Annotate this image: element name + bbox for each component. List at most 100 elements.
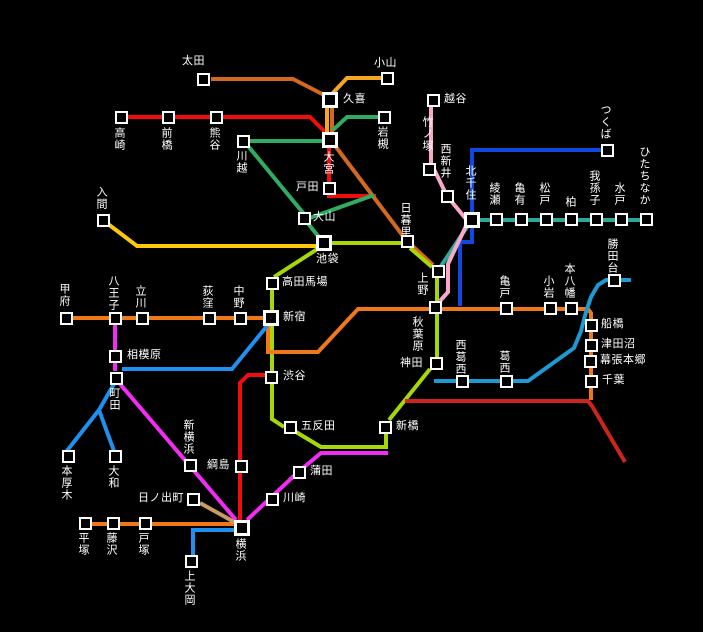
station-mito[interactable]: [614, 212, 628, 226]
station-ayase[interactable]: [489, 212, 503, 226]
line-yamanote-f: [270, 289, 286, 429]
station-label-chiba: 千葉: [602, 373, 625, 386]
station-nakano[interactable]: [233, 311, 247, 325]
station-tsukuba[interactable]: [600, 143, 614, 157]
station-toda[interactable]: [322, 181, 336, 195]
line-kamiooka-line: [191, 528, 236, 556]
station-kumagaya[interactable]: [209, 110, 223, 124]
station-ota[interactable]: [196, 72, 210, 86]
station-takasaki[interactable]: [114, 110, 128, 124]
line-hinode-line: [199, 501, 237, 525]
station-kawagoe[interactable]: [236, 134, 250, 148]
station-totsuka[interactable]: [138, 516, 152, 530]
station-tsunashima[interactable]: [234, 459, 248, 473]
station-nishikasai[interactable]: [455, 374, 469, 388]
station-akihabara[interactable]: [428, 300, 442, 314]
station-sagamihara[interactable]: [108, 349, 122, 363]
station-hitachinaka[interactable]: [639, 212, 653, 226]
station-kanda[interactable]: [429, 356, 443, 370]
station-ogikubo[interactable]: [202, 311, 216, 325]
station-kamiooka[interactable]: [184, 554, 198, 568]
station-shinjuku[interactable]: [263, 310, 279, 326]
station-label-hitachinaka: ひたちなか: [638, 146, 651, 206]
station-kameari[interactable]: [514, 212, 528, 226]
station-shimbashi[interactable]: [378, 420, 392, 434]
station-motoyawata[interactable]: [564, 301, 578, 315]
station-label-ogikubo: 荻窪: [201, 285, 214, 309]
station-machida[interactable]: [109, 371, 123, 385]
station-label-matsudo: 松戸: [538, 182, 551, 206]
station-label-nakano: 中野: [232, 285, 245, 309]
station-label-takadanobaba: 高田馬場: [282, 275, 328, 288]
station-koshigaya[interactable]: [426, 93, 440, 107]
station-shibuya[interactable]: [264, 370, 278, 384]
line-yamanote-b: [408, 246, 434, 269]
line-ota-line-c: [334, 145, 435, 267]
station-funabashi[interactable]: [584, 318, 598, 332]
station-hinodecho[interactable]: [186, 492, 200, 506]
station-hachioji[interactable]: [108, 311, 122, 325]
station-label-hachioji: 八王子: [107, 275, 120, 311]
station-tachikawa[interactable]: [135, 311, 149, 325]
line-oyama-line-a: [328, 76, 381, 98]
station-label-akihabara: 秋葉原: [411, 316, 424, 352]
station-gotanda[interactable]: [283, 420, 297, 434]
station-katsutadai[interactable]: [607, 273, 621, 287]
station-kasai[interactable]: [499, 374, 513, 388]
station-makuharihongo[interactable]: [583, 354, 597, 368]
station-yokohama[interactable]: [234, 520, 250, 536]
station-koiwa[interactable]: [543, 301, 557, 315]
station-chiba[interactable]: [584, 374, 598, 388]
station-iruma[interactable]: [96, 213, 110, 227]
station-iwatsuki[interactable]: [377, 110, 391, 124]
station-takenotsuka[interactable]: [422, 162, 436, 176]
station-label-shinjuku: 新宿: [283, 310, 306, 323]
station-kawasaki[interactable]: [265, 492, 279, 506]
station-kofu[interactable]: [59, 311, 73, 325]
station-label-totsuka: 戸塚: [137, 532, 150, 556]
station-oyama[interactable]: [380, 71, 394, 85]
station-kameido[interactable]: [499, 301, 513, 315]
line-iruma-line: [106, 222, 318, 248]
station-fujisawa[interactable]: [106, 516, 120, 530]
station-kitasenju[interactable]: [464, 212, 480, 228]
station-honatsugi[interactable]: [61, 449, 75, 463]
line-odakyu-line-c: [97, 409, 116, 452]
station-matsudo[interactable]: [539, 212, 553, 226]
station-label-omiya: 大宮: [322, 151, 335, 175]
station-label-maebashi: 前橋: [160, 127, 173, 151]
station-label-shinyokohama: 新横浜: [182, 419, 195, 455]
station-nishiarai[interactable]: [440, 189, 454, 203]
station-nippori[interactable]: [400, 234, 414, 248]
line-odakyu-line-a: [122, 324, 269, 371]
station-label-iwatsuki: 岩槻: [376, 126, 389, 150]
station-abiko[interactable]: [589, 212, 603, 226]
station-hiratsuka[interactable]: [78, 516, 92, 530]
station-takadanobaba[interactable]: [265, 276, 279, 290]
station-tsudanuma[interactable]: [584, 338, 598, 352]
station-label-kanda: 神田: [400, 356, 423, 369]
station-ueno[interactable]: [431, 264, 445, 278]
station-kuki[interactable]: [322, 92, 338, 108]
station-shinyokohama[interactable]: [183, 458, 197, 472]
station-label-yokohama: 横浜: [234, 538, 247, 562]
station-label-honatsugi: 本厚木: [60, 465, 73, 501]
station-label-shimbashi: 新橋: [396, 419, 419, 432]
station-yamato[interactable]: [108, 449, 122, 463]
station-label-nippori: 日暮里: [399, 202, 412, 238]
station-label-makuharihongo: 幕張本郷: [600, 353, 646, 366]
station-label-tsukuba: つくば: [599, 104, 612, 140]
station-label-katsutadai: 勝田台: [606, 238, 619, 274]
station-maebashi[interactable]: [161, 110, 175, 124]
station-kamata[interactable]: [292, 465, 306, 479]
station-label-ikebukuro: 池袋: [316, 252, 339, 265]
station-label-oyama: 小山: [374, 56, 397, 69]
line-yamanote-e: [294, 430, 388, 449]
line-tojo-line-a: [246, 144, 306, 216]
line-iwatsuki-line: [331, 115, 378, 132]
station-ikebukuro[interactable]: [316, 235, 332, 251]
station-kashiwa[interactable]: [564, 212, 578, 226]
station-omiya[interactable]: [322, 132, 338, 148]
station-ohyama[interactable]: [297, 211, 311, 225]
